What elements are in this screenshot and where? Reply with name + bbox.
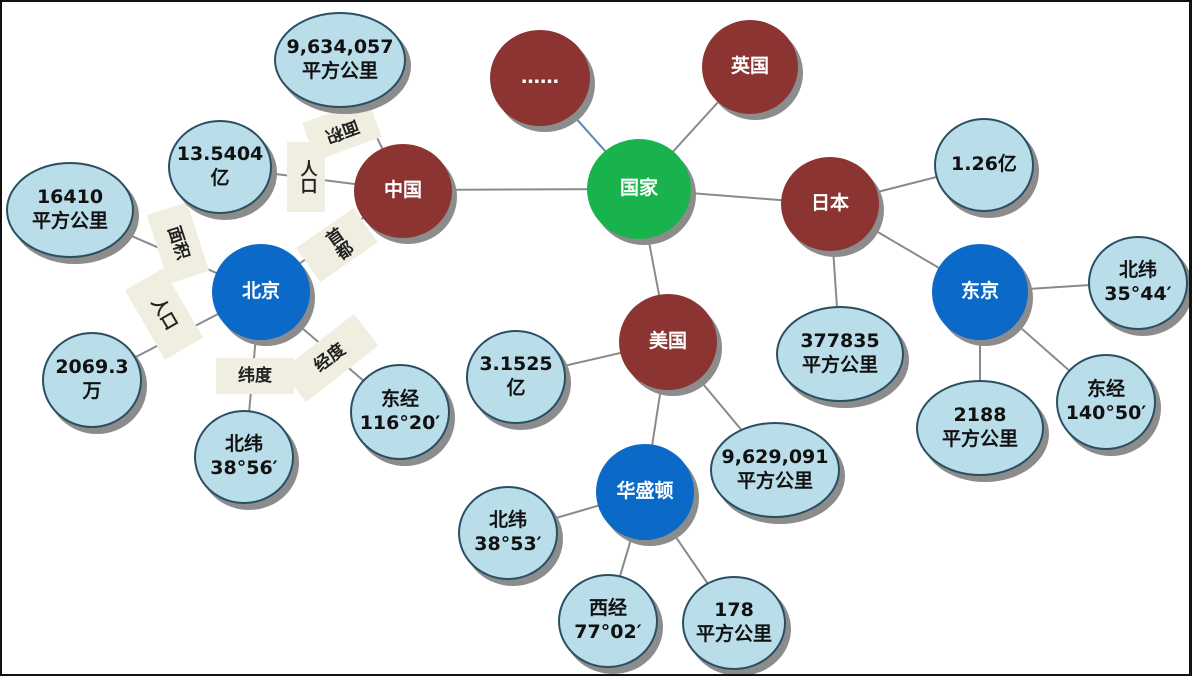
leaf-china-pop[interactable]: 13.5404 亿 (168, 120, 272, 214)
leaf-japan-pop-line1: 1.26亿 (951, 153, 1017, 176)
leaf-dc-lon[interactable]: 西经 77°02′ (558, 574, 658, 668)
tag-beijing-area-text: 面积 (163, 223, 194, 263)
leaf-us-area[interactable]: 9,629,091 平方公里 (710, 422, 840, 518)
leaf-us-pop-line2: 亿 (506, 377, 526, 399)
leaf-beijing-lat[interactable]: 北纬 38°56′ (194, 410, 294, 504)
leaf-beijing-lat-line2: 38°56′ (210, 457, 278, 479)
node-yingguo[interactable]: 英国 (702, 20, 798, 114)
leaf-beijing-lon-line2: 116°20′ (359, 412, 441, 434)
node-yingguo-label: 英国 (730, 55, 769, 78)
leaf-japan-area-line1: 377835 (800, 330, 880, 353)
leaf-beijing-pop[interactable]: 2069.3 万 (42, 332, 142, 428)
leaf-beijing-pop-line2: 万 (82, 380, 102, 402)
leaf-us-area-line1: 9,629,091 (721, 446, 829, 469)
node-more[interactable]: …… (490, 30, 590, 126)
node-riben[interactable]: 日本 (781, 157, 879, 251)
leaf-dc-lon-line1: 西经 (588, 597, 627, 620)
tag-china-area-text: 面积 (322, 115, 362, 146)
tag-beijing-lon-text: 经度 (310, 339, 350, 376)
node-beijing[interactable]: 北京 (212, 244, 310, 340)
node-huashengdun-label: 华盛顿 (616, 480, 674, 503)
leaf-china-area-line2: 平方公里 (301, 60, 378, 82)
leaf-china-area-line1: 9,634,057 (286, 36, 394, 59)
leaf-dc-area-line2: 平方公里 (695, 623, 772, 645)
tag-china-capital-text: 首都 (319, 225, 356, 265)
leaf-china-area[interactable]: 9,634,057 平方公里 (274, 12, 406, 108)
leaf-tokyo-lat-line1: 北纬 (1118, 259, 1157, 282)
leaf-dc-lon-line2: 77°02′ (574, 621, 642, 643)
node-riben-label: 日本 (810, 192, 849, 215)
leaf-tokyo-lat-line2: 35°44′ (1104, 283, 1172, 305)
leaf-tokyo-area-line2: 平方公里 (941, 428, 1018, 450)
leaf-tokyo-area-line1: 2188 (953, 404, 1007, 427)
leaf-japan-area[interactable]: 377835 平方公里 (776, 306, 904, 402)
leaf-tokyo-lon-line2: 140°50′ (1065, 402, 1147, 424)
leaf-japan-pop[interactable]: 1.26亿 (934, 118, 1034, 212)
node-meiguo-label: 美国 (648, 330, 687, 353)
tag-china-pop: 人口 (287, 142, 325, 212)
leaf-us-pop-line1: 3.1525 (479, 353, 553, 376)
node-zhongguo-label: 中国 (383, 179, 422, 202)
leaf-tokyo-lon-line1: 东经 (1086, 378, 1125, 401)
leaf-beijing-pop-line1: 2069.3 (55, 356, 129, 379)
leaf-beijing-area-line1: 16410 (36, 186, 104, 209)
node-dongjing[interactable]: 东京 (932, 244, 1028, 340)
leaf-us-area-line2: 平方公里 (736, 470, 813, 492)
leaf-beijing-area[interactable]: 16410 平方公里 (6, 162, 134, 258)
leaf-beijing-lon[interactable]: 东经 116°20′ (350, 364, 450, 460)
tag-beijing-pop-text: 人口 (147, 294, 182, 334)
leaf-beijing-area-line2: 平方公里 (31, 210, 108, 232)
node-dongjing-label: 东京 (960, 280, 999, 303)
leaf-tokyo-lat[interactable]: 北纬 35°44′ (1088, 236, 1188, 330)
leaf-dc-lat-line2: 38°53′ (474, 533, 542, 555)
leaf-beijing-lat-line1: 北纬 (224, 433, 263, 456)
node-beijing-label: 北京 (241, 280, 280, 303)
node-meiguo[interactable]: 美国 (619, 294, 717, 390)
leaf-china-pop-line1: 13.5404 (176, 143, 264, 166)
leaf-beijing-lon-line1: 东经 (380, 388, 419, 411)
node-huashengdun[interactable]: 华盛顿 (596, 444, 694, 540)
leaf-tokyo-lon[interactable]: 东经 140°50′ (1056, 354, 1156, 450)
leaf-dc-lat-line1: 北纬 (488, 509, 527, 532)
leaf-japan-area-line2: 平方公里 (801, 354, 878, 376)
leaf-dc-area[interactable]: 178 平方公里 (682, 576, 786, 670)
leaf-dc-lat[interactable]: 北纬 38°53′ (458, 486, 558, 580)
node-zhongguo[interactable]: 中国 (354, 144, 452, 238)
node-guojia-label: 国家 (619, 177, 658, 200)
tag-china-pop-text: 人口 (296, 160, 317, 194)
leaf-dc-area-line1: 178 (714, 599, 754, 622)
leaf-china-pop-line2: 亿 (210, 167, 230, 189)
node-more-label: …… (521, 66, 559, 89)
node-guojia[interactable]: 国家 (587, 139, 691, 239)
leaf-us-pop[interactable]: 3.1525 亿 (466, 330, 566, 424)
tag-beijing-lat: 纬度 (216, 358, 294, 394)
tag-beijing-lat-text: 纬度 (238, 365, 272, 386)
leaf-tokyo-area[interactable]: 2188 平方公里 (916, 380, 1044, 476)
